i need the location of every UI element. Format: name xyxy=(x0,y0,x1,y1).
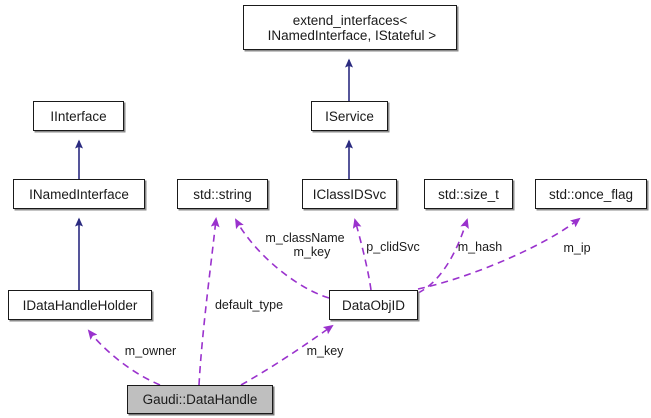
node-iclassidsvc[interactable]: IClassIDSvc xyxy=(302,179,397,209)
node-iservice[interactable]: IService xyxy=(311,101,388,131)
node-gaudi-datahandle[interactable]: Gaudi::DataHandle xyxy=(127,385,273,414)
node-dataobjid[interactable]: DataObjID xyxy=(329,290,418,320)
node-extend-interfaces[interactable]: extend_interfaces< INamedInterface, ISta… xyxy=(243,5,457,50)
node-iinterface[interactable]: IInterface xyxy=(33,101,124,131)
node-std-once-flag[interactable]: std::once_flag xyxy=(535,179,647,209)
edge-label-m-owner: m_owner xyxy=(124,344,177,358)
node-idatahandleholder[interactable]: IDataHandleHolder xyxy=(8,290,152,320)
node-std-string[interactable]: std::string xyxy=(177,179,268,209)
edge-label-m-hash: m_hash xyxy=(457,240,503,254)
node-std-size-t[interactable]: std::size_t xyxy=(424,179,513,209)
edge-dataobjid-to-stdonceflag-m-ip xyxy=(417,217,581,290)
edge-dataobjid-to-iclassidsvc-p-clidsvc xyxy=(352,218,372,291)
edge-gaudidatahandle-to-idatahandleholder-m-owner xyxy=(87,329,161,386)
edge-dataobjid-to-stdsize-t-m-hash xyxy=(417,218,469,294)
edge-label-m-key: m_key xyxy=(306,344,344,358)
edge-label-p-clidsvc: p_clidSvc xyxy=(366,240,420,254)
edge-label-m-ip: m_ip xyxy=(563,241,591,255)
node-inamedinterface[interactable]: INamedInterface xyxy=(13,179,145,209)
edge-label-default-type: default_type xyxy=(214,298,284,312)
edge-label-m-classname-m-key: m_className m_key xyxy=(265,231,345,259)
